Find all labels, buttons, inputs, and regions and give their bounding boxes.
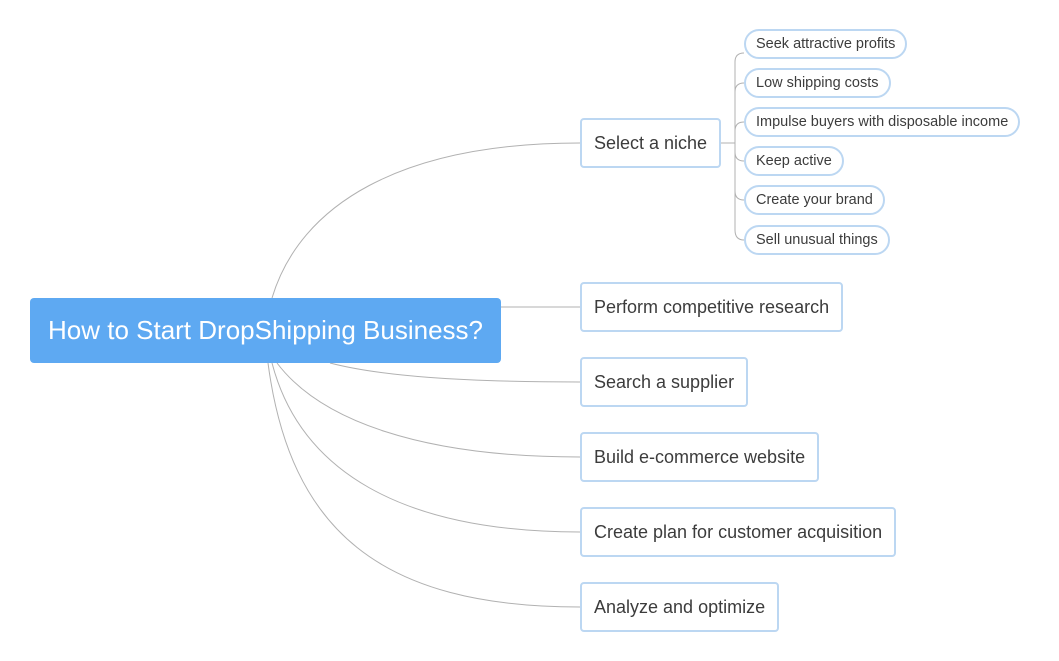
connector-niche-leaf-5	[734, 190, 745, 201]
branch-build-website[interactable]: Build e-commerce website	[580, 432, 820, 482]
subtopic-low-shipping[interactable]: Low shipping costs	[744, 68, 891, 98]
central-topic[interactable]: How to Start DropShipping Business?	[30, 298, 501, 363]
connector-root-search-supplier	[329, 362, 581, 383]
connector-root-select-niche	[271, 142, 581, 299]
connector-root-customer-acquisition	[271, 362, 581, 533]
connector-niche-spine	[734, 52, 745, 241]
branch-analyze-optimize[interactable]: Analyze and optimize	[580, 582, 780, 632]
branch-search-supplier[interactable]: Search a supplier	[580, 357, 749, 407]
subtopic-keep-active[interactable]: Keep active	[744, 146, 844, 176]
branch-customer-acquisition[interactable]: Create plan for customer acquisition	[580, 507, 897, 557]
subtopic-create-brand[interactable]: Create your brand	[744, 185, 885, 215]
branch-select-niche[interactable]: Select a niche	[580, 118, 722, 168]
connector-niche-leaf-3	[734, 121, 745, 132]
subtopic-seek-profits[interactable]: Seek attractive profits	[744, 29, 908, 59]
subtopic-impulse-buyers[interactable]: Impulse buyers with disposable income	[744, 107, 1021, 137]
connector-root-analyze-optimize	[267, 362, 581, 608]
subtopic-unusual-things[interactable]: Sell unusual things	[744, 225, 890, 255]
connector-niche-leaf-4	[734, 151, 745, 162]
connector-root-build-website	[276, 362, 581, 458]
branch-competitive-research[interactable]: Perform competitive research	[580, 282, 844, 332]
connector-niche-leaf-2	[734, 82, 745, 93]
